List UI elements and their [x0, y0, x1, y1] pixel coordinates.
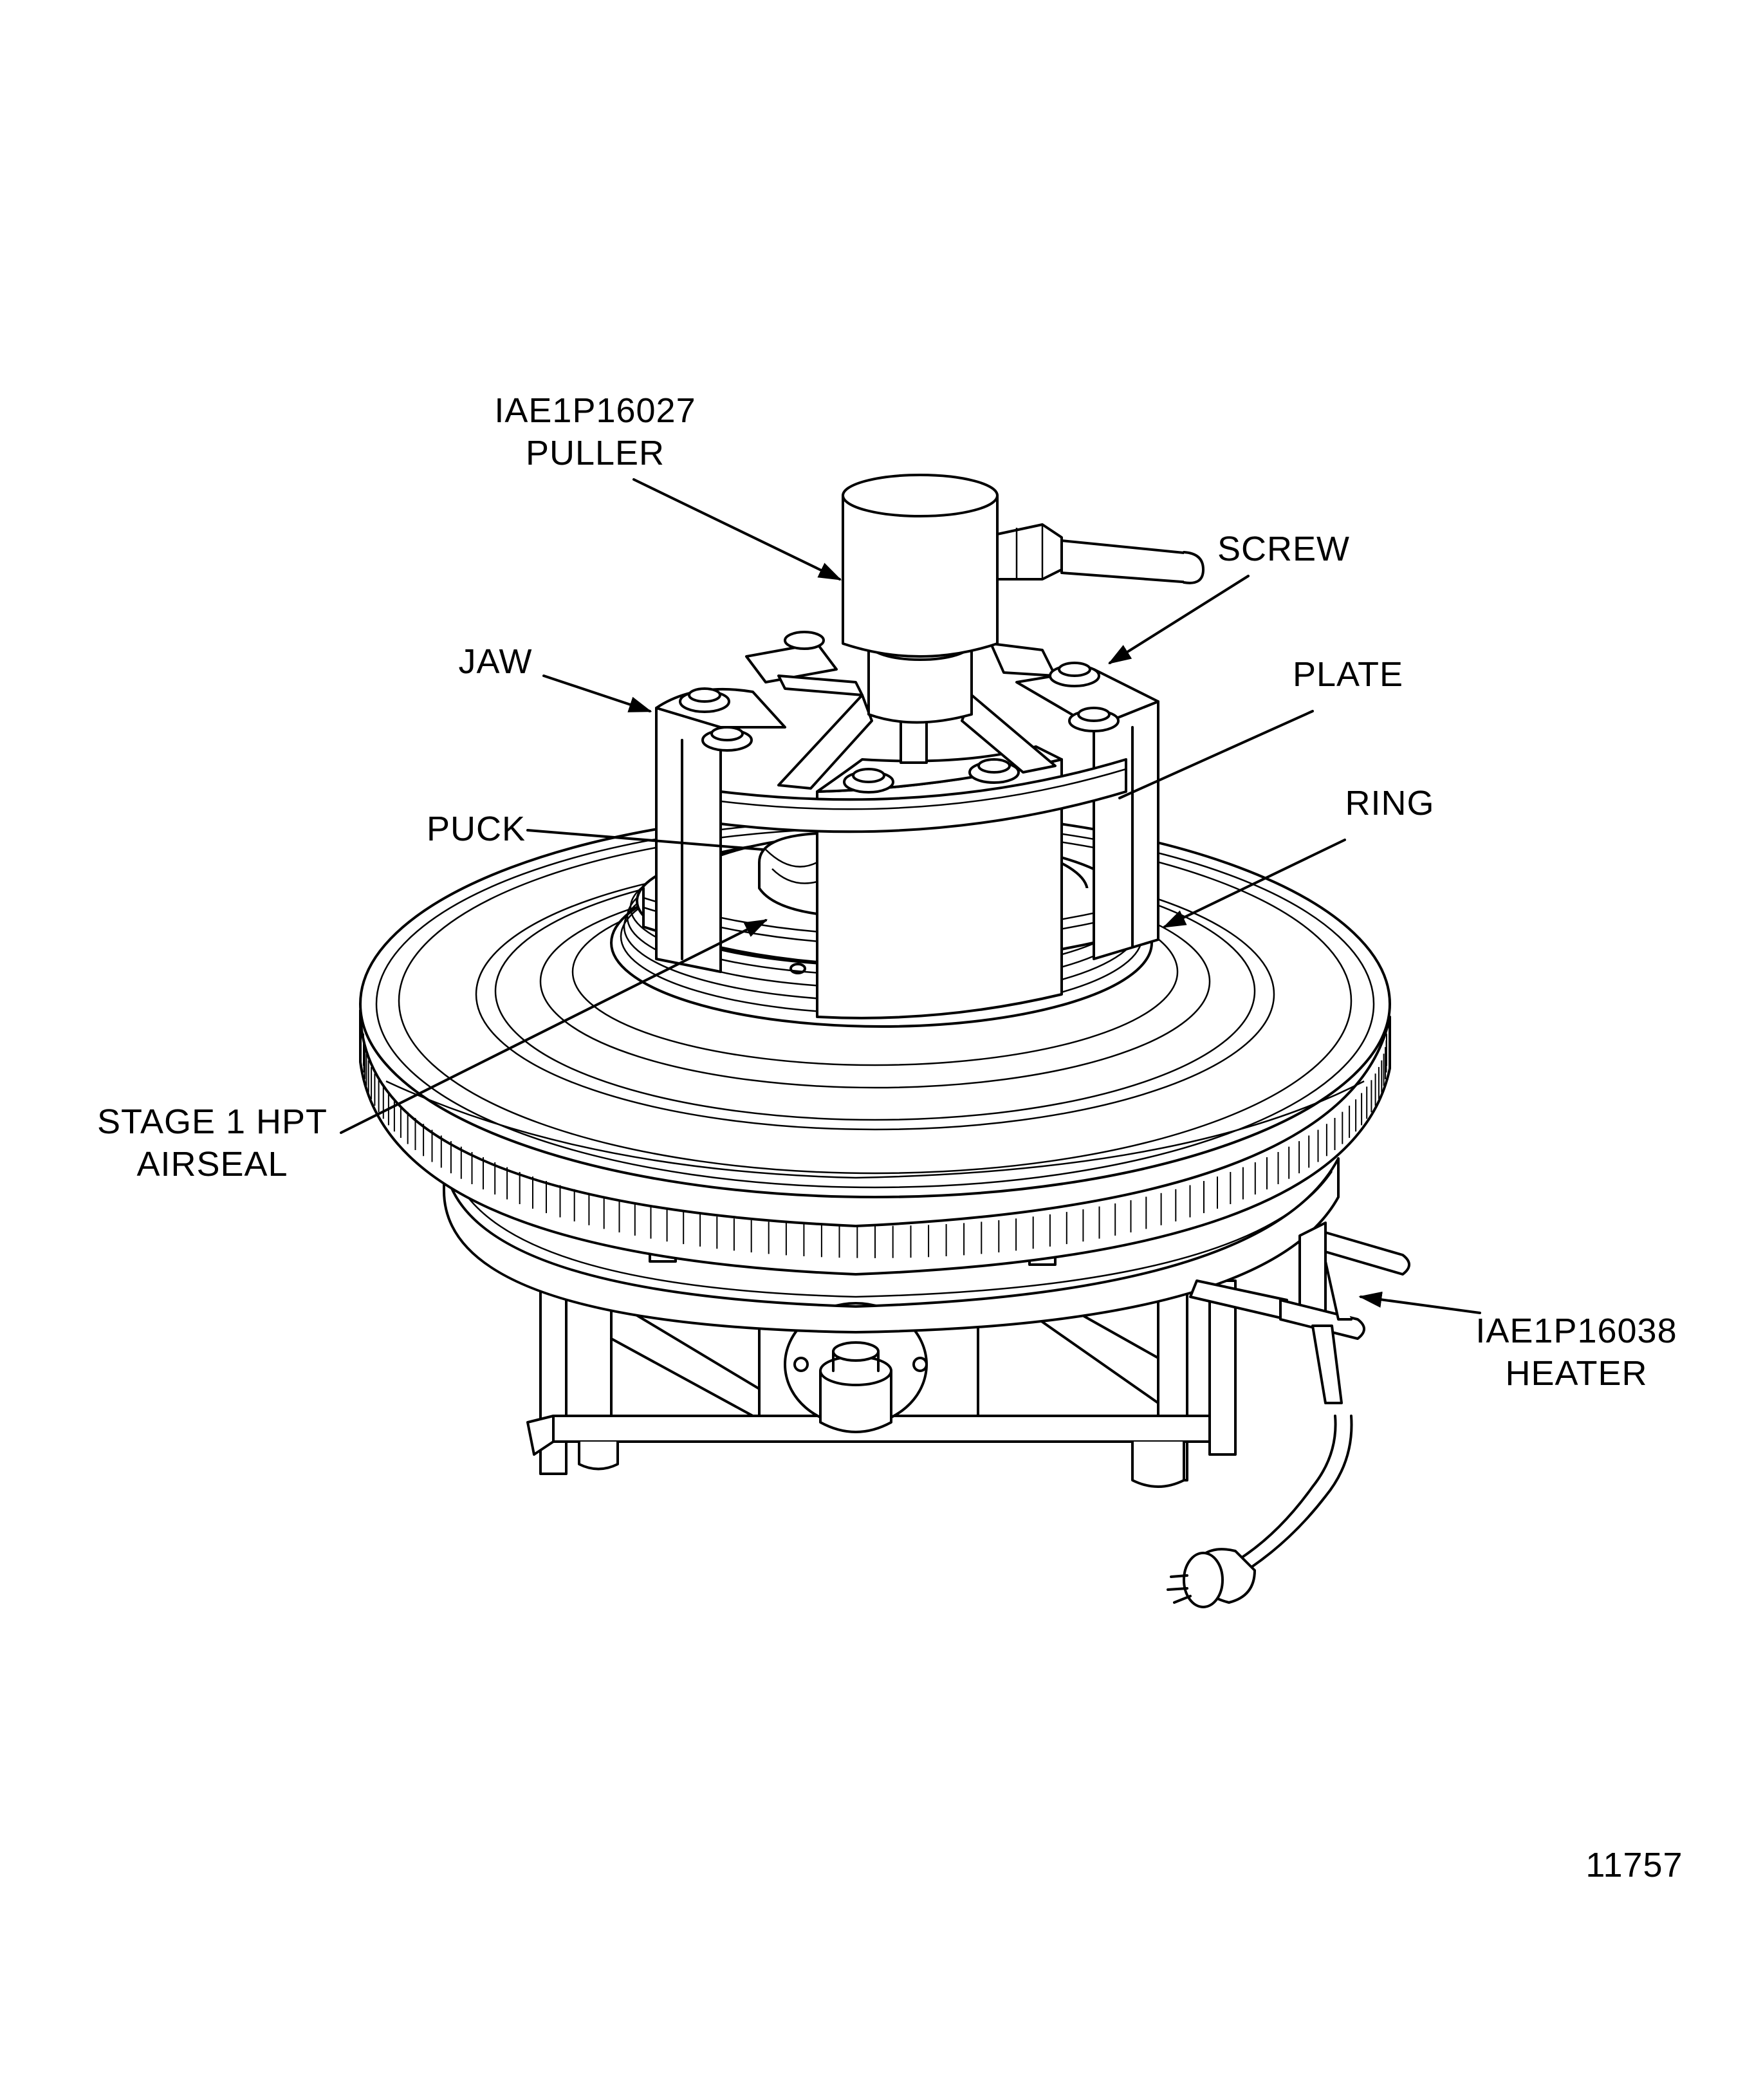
- label-plate: PLATE: [1292, 655, 1404, 694]
- puller-cylinder: [842, 474, 1205, 724]
- leader-lines: [340, 478, 1481, 1314]
- figure-number: 11757: [1585, 1846, 1683, 1884]
- stand-frame: [526, 1273, 1237, 1488]
- label-puller: IAE1P16027 PULLER: [450, 389, 740, 474]
- screw-2: [701, 726, 753, 752]
- screw-1: [679, 687, 730, 713]
- label-heater: IAE1P16038 HEATER: [1461, 1310, 1692, 1395]
- label-puller-part-number: IAE1P16027: [494, 391, 696, 430]
- puck: [758, 832, 818, 915]
- label-airseal-line1: STAGE 1 HPT: [97, 1102, 328, 1141]
- label-jaw: JAW: [458, 642, 533, 681]
- label-airseal: STAGE 1 HPT AIRSEAL: [77, 1101, 347, 1185]
- screw-5: [1049, 662, 1100, 687]
- heater: [1167, 1222, 1410, 1608]
- label-puck: PUCK: [426, 810, 526, 848]
- screw-4: [968, 758, 1020, 784]
- label-heater-name: HEATER: [1505, 1354, 1648, 1393]
- screw-7: [784, 631, 825, 650]
- label-ring: RING: [1345, 784, 1435, 822]
- label-heater-part-number: IAE1P16038: [1475, 1312, 1677, 1350]
- screw-3: [843, 768, 894, 794]
- screw-6: [1068, 707, 1120, 732]
- plate: [719, 758, 1127, 833]
- screws: [679, 631, 1120, 794]
- label-puller-name: PULLER: [525, 434, 665, 472]
- label-airseal-line2: AIRSEAL: [136, 1145, 288, 1184]
- label-screw: SCREW: [1217, 530, 1350, 568]
